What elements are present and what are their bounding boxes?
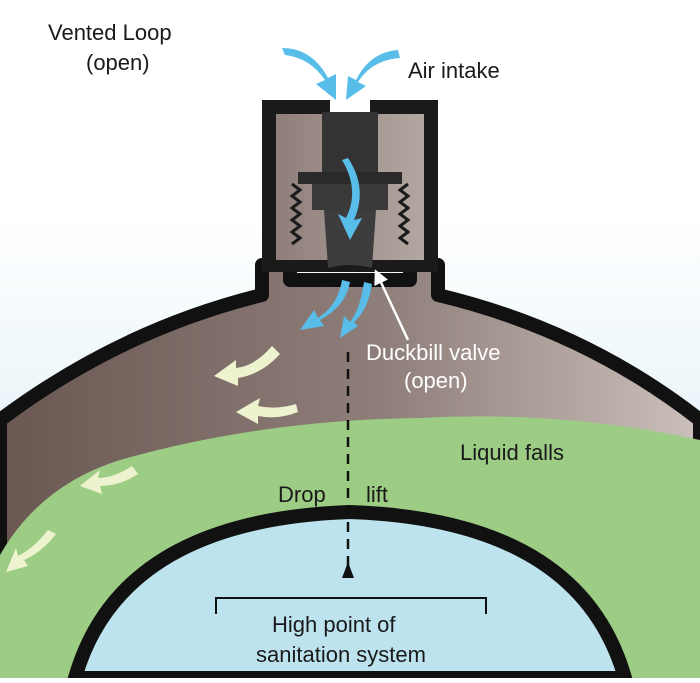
high-point-label-line-1: High point of xyxy=(272,612,396,637)
air-arrow-out-left xyxy=(300,280,350,330)
title-line-2: (open) xyxy=(86,50,150,75)
air-intake-label: Air intake xyxy=(408,58,500,83)
flow-arrow-3 xyxy=(80,466,138,494)
cap-opening xyxy=(330,96,370,116)
duckbill-valve-label-line-2: (open) xyxy=(404,368,468,393)
flow-arrow-2 xyxy=(236,398,298,424)
thread-right xyxy=(397,182,411,246)
duckbill-pointer xyxy=(374,269,410,341)
thread-left xyxy=(289,182,303,246)
high-point-bracket xyxy=(215,597,487,614)
inner-sanitation-area xyxy=(66,504,634,683)
high-point-label-line-2: sanitation system xyxy=(256,642,426,667)
air-arrow-through-stem xyxy=(338,158,362,240)
air-arrow-right xyxy=(346,50,400,100)
vent-cap xyxy=(262,96,438,272)
flow-arrow-1 xyxy=(214,346,280,386)
liquid-falls-label: Liquid falls xyxy=(460,440,564,465)
liquid-flow-arrows xyxy=(6,346,298,572)
air-arrow-left xyxy=(282,48,336,100)
flow-arrow-4 xyxy=(6,530,56,572)
air-flow-arrows xyxy=(282,48,400,338)
drop-lift-arrowhead xyxy=(342,562,354,578)
duckbill-valve-label-line-1: Duckbill valve xyxy=(366,340,501,365)
title-line-1: Vented Loop xyxy=(48,20,172,45)
lift-label: lift xyxy=(366,482,388,507)
valve-collar xyxy=(312,184,388,210)
drop-label: Drop xyxy=(278,482,326,507)
air-arrow-out-right xyxy=(340,282,372,338)
